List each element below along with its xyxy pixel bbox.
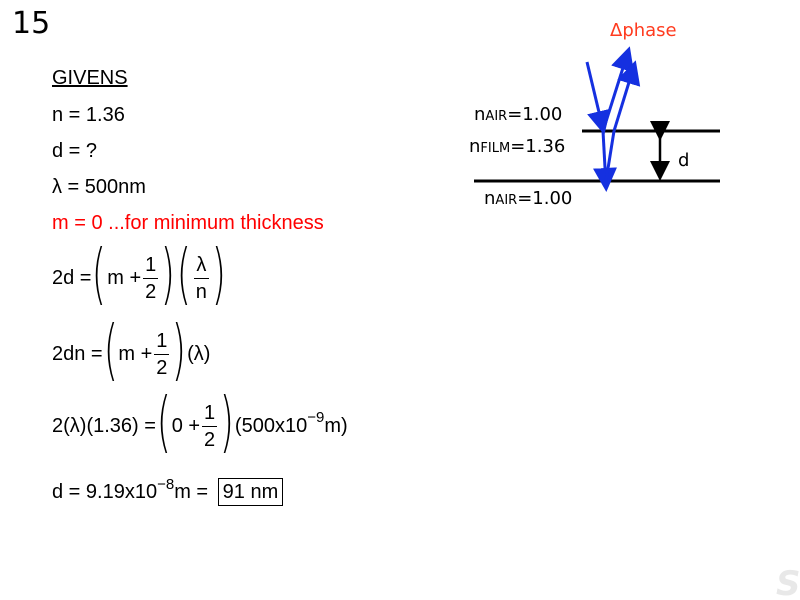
answer-exponent: −8 <box>157 476 175 493</box>
equation1-lambda-over-n: λ n <box>193 253 209 303</box>
equation2-tail: (λ) <box>187 343 211 365</box>
equation3-inner: 0 + <box>171 415 201 437</box>
given-lambda: λ = 500nm <box>52 176 146 198</box>
reflected-ray-bottom-out <box>612 60 641 132</box>
thickness-label: d <box>678 150 690 171</box>
slide-number: 15 <box>12 6 51 41</box>
equation3-exponent: −9 <box>307 408 325 426</box>
equation-rearranged: 2dn = ( m + 1 2 ) (λ) <box>52 311 211 388</box>
equation2-half: 1 2 <box>154 329 170 379</box>
watermark-logo: S <box>776 564 800 600</box>
equation3-lhs: 2(λ)(1.36) = <box>52 415 156 437</box>
top-medium-label: nAIR=1.00 <box>474 104 563 125</box>
equation-thin-film: 2d = ( m + 1 2 ) ( λ n ) <box>52 235 226 312</box>
reflected-ray-top <box>601 46 635 132</box>
answer-lhs-post: m = <box>174 481 209 503</box>
equation1-lhs: 2d = <box>52 267 92 289</box>
equation1-half: 1 2 <box>143 253 159 303</box>
equation3-half: 1 2 <box>202 401 218 451</box>
equation3-tail-pre: (500x10 <box>234 415 308 437</box>
given-n: n = 1.36 <box>52 104 125 126</box>
equation1-inner: m + <box>107 267 142 289</box>
answer-line: d = 9.19x10−8m = 91 nm <box>52 477 284 506</box>
answer-lhs-pre: d = 9.19x10 <box>52 481 158 503</box>
given-m: m = 0 ...for minimum thickness <box>52 212 324 234</box>
equation2-inner: m + <box>118 343 153 365</box>
film-medium-label: nFILM=1.36 <box>469 136 566 157</box>
given-d: d = ? <box>52 140 98 162</box>
reflected-ray-bottom-up <box>604 130 616 182</box>
equation2-lhs: 2dn = <box>52 343 103 365</box>
givens-heading: GIVENS <box>52 67 128 89</box>
phase-change-label: Δphase <box>610 20 677 41</box>
incident-ray <box>585 61 611 135</box>
bottom-medium-label: nAIR=1.00 <box>484 188 573 209</box>
answer-result-box: 91 nm <box>217 478 284 506</box>
equation3-tail-post: m) <box>324 415 348 437</box>
